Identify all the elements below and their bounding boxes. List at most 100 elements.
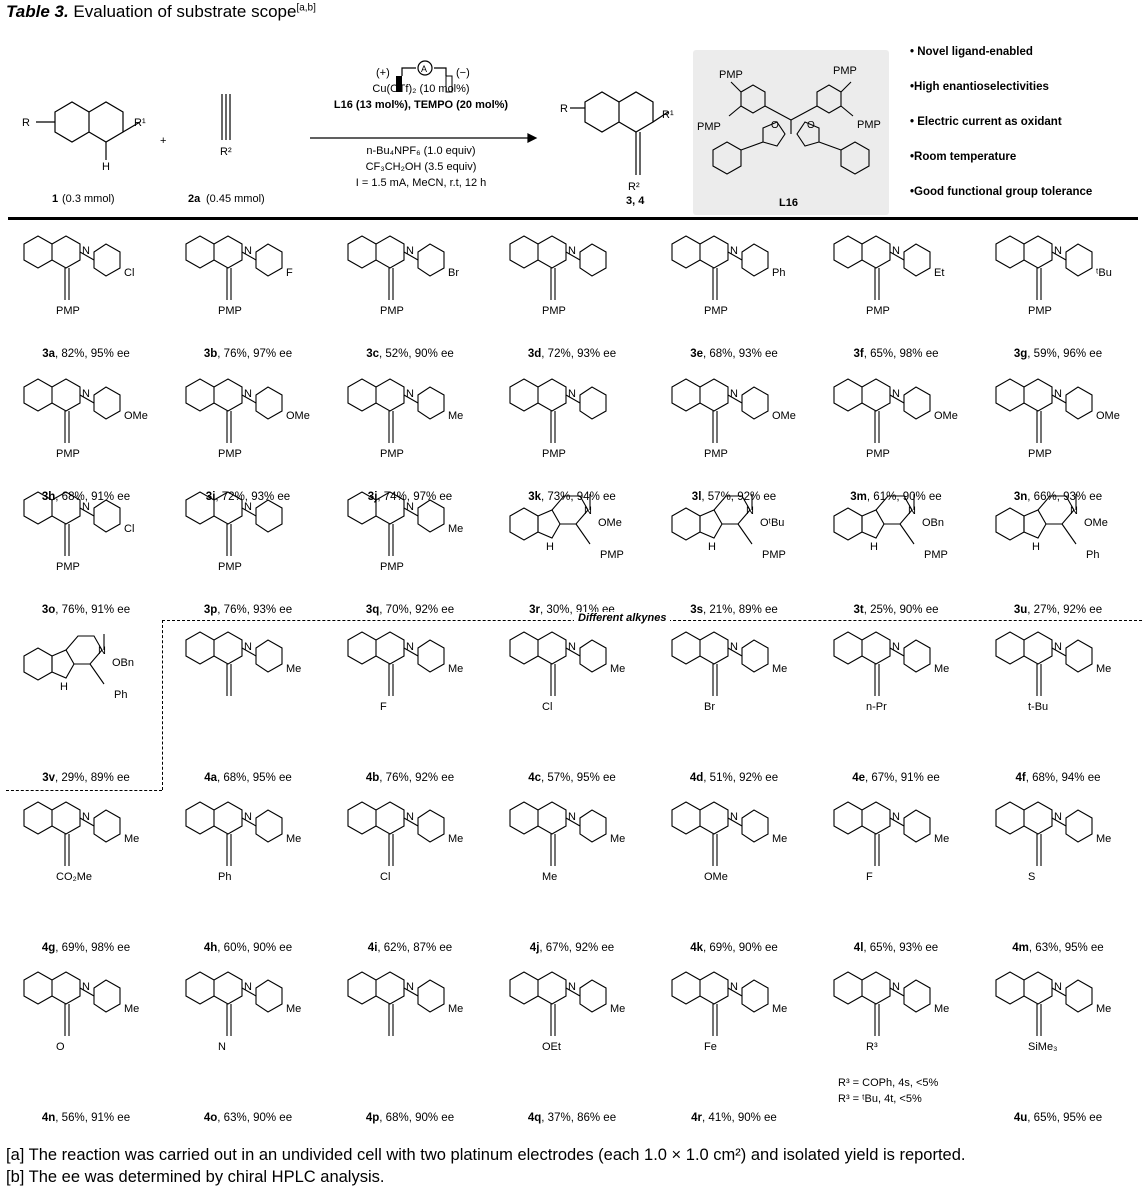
- compound-label: 3s, 21%, 89% ee: [654, 604, 814, 616]
- nitrogen-label: N: [908, 505, 916, 517]
- alkyne-substituent-label: PMP: [1028, 448, 1052, 460]
- compound-id: 3g: [1013, 348, 1028, 360]
- bullet-item: • Novel ligand-enabled: [910, 46, 1033, 58]
- compound-id: 4q: [527, 1112, 542, 1124]
- nitrogen-label: N: [82, 245, 90, 257]
- compound-id: 4g: [41, 942, 56, 954]
- compound-id: 4l: [853, 942, 864, 954]
- substituent-label: OMe: [1096, 410, 1120, 422]
- compound-id: 3k: [528, 491, 541, 503]
- substituent-label: OᵗBu: [760, 517, 784, 529]
- substituent-label: Me: [286, 833, 301, 845]
- alkyne-substituent-label: PMP: [542, 448, 566, 460]
- compound-yield-ee: , 70%, 92% ee: [379, 604, 455, 616]
- compound-label: 4i, 62%, 87% ee: [330, 942, 490, 954]
- compound-id: 3m: [850, 491, 867, 503]
- nitrogen-label: N: [1054, 388, 1062, 400]
- nitrogen-label: N: [1054, 641, 1062, 653]
- alkyne-substituent-label: Ph: [218, 871, 231, 883]
- nh-label: H: [1032, 541, 1040, 553]
- compound-id: 4k: [690, 942, 703, 954]
- substituent-label: Me: [286, 663, 301, 675]
- svg-text:PMP: PMP: [857, 119, 881, 131]
- compound-id: 4h: [203, 942, 218, 954]
- nitrogen-label: N: [568, 245, 576, 257]
- structure-drawing: NMe: [347, 971, 463, 1036]
- compound-yield-ee: , 67%, 92% ee: [539, 942, 615, 954]
- alkyne-substituent-label: PMP: [218, 448, 242, 460]
- compound-id: 4a: [204, 772, 217, 784]
- svg-text:R: R: [22, 117, 30, 129]
- nitrogen-label: N: [730, 388, 738, 400]
- compound-label: 4k, 69%, 90% ee: [654, 942, 814, 954]
- compound-label: 3g, 59%, 96% ee: [978, 348, 1138, 360]
- alkyne-substituent-label: n-Pr: [866, 701, 887, 713]
- nitrogen-label: N: [892, 641, 900, 653]
- bullet-item: • Electric current as oxidant: [910, 116, 1062, 128]
- compound-label: 4j, 67%, 92% ee: [492, 942, 652, 954]
- alkyne-substituent-label: PMP: [380, 448, 404, 460]
- nitrogen-label: N: [244, 388, 252, 400]
- compound-label: 4c, 57%, 95% ee: [492, 772, 652, 784]
- compound-id: 4d: [689, 772, 704, 784]
- alkyne-substituent-label: PMP: [56, 448, 80, 460]
- compound-yield-ee: , 65%, 93% ee: [863, 942, 939, 954]
- compound-yield-ee: , 27%, 92% ee: [1027, 604, 1103, 616]
- compound-yield-ee: , 76%, 97% ee: [217, 348, 293, 360]
- substituent-label: Cl: [124, 523, 134, 535]
- substituent-label: OMe: [598, 517, 622, 529]
- nitrogen-label: N: [892, 981, 900, 993]
- substituent-label: Me: [1096, 663, 1111, 675]
- compound-yield-ee: , 72%, 93% ee: [541, 348, 617, 360]
- nitrogen-label: N: [406, 641, 414, 653]
- compound-label: 3i, 72%, 93% ee: [168, 491, 328, 503]
- compound-label: 4d, 51%, 92% ee: [654, 772, 814, 784]
- alkyne-substituent-label: S: [1028, 871, 1035, 883]
- alkyne-substituent-label: PMP: [866, 448, 890, 460]
- compound-label: 3b, 76%, 97% ee: [168, 348, 328, 360]
- divider-label: Different alkynes: [574, 612, 671, 624]
- alkyne-substituent-label: PMP: [542, 305, 566, 317]
- compound-yield-ee: , 52%, 90% ee: [378, 348, 454, 360]
- substituent-label: OMe: [772, 410, 796, 422]
- alkyne-substituent-label: F: [866, 871, 873, 883]
- compound-label: 3c, 52%, 90% ee: [330, 348, 490, 360]
- compound-id: 3a: [42, 348, 55, 360]
- bullet-item: •Room temperature: [910, 151, 1017, 163]
- compound-id: 3i: [205, 491, 216, 503]
- structure-drawing: NMe: [185, 631, 301, 696]
- nitrogen-label: N: [406, 811, 414, 823]
- substituent-label: Me: [934, 663, 949, 675]
- compound-yield-ee: , 41%, 90% ee: [702, 1112, 777, 1124]
- alkyne-substituent-label: PMP: [1028, 305, 1052, 317]
- substituent-label: F: [286, 267, 293, 279]
- compound-yield-ee: , 25%, 90% ee: [863, 604, 939, 616]
- alkyne-substituent-label: PMP: [762, 549, 786, 561]
- svg-text:PMP: PMP: [719, 69, 743, 81]
- svg-text:O: O: [771, 120, 779, 131]
- nitrogen-label: N: [406, 501, 414, 513]
- compound-id: 3j: [367, 491, 378, 503]
- substituent-label: Ph: [772, 267, 785, 279]
